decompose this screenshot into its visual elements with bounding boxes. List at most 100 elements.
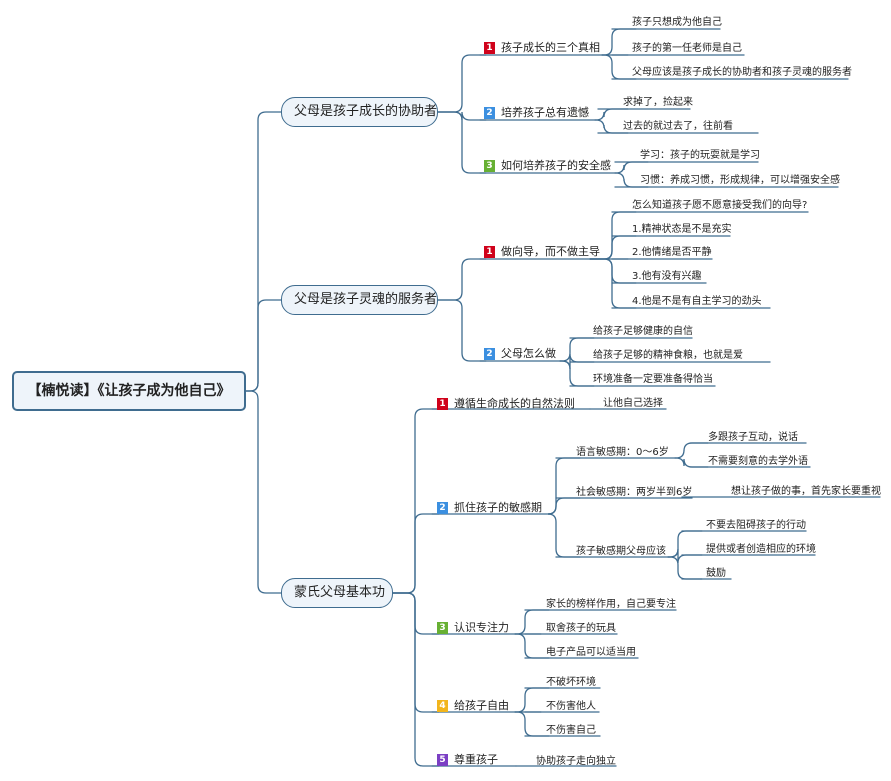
topic-focus[interactable]: 3 认识专注力 (437, 619, 509, 635)
leaf[interactable]: 4.他是不是有自主学习的劲头 (632, 296, 762, 307)
leaf[interactable]: 不破坏环境 (546, 677, 596, 688)
connector-line (245, 390, 283, 594)
priority-3-badge: 3 (484, 160, 495, 172)
leaf[interactable]: 孩子只想成为他自己 (632, 17, 722, 28)
topic-sensitive-period[interactable]: 2 抓住孩子的敏感期 (437, 499, 542, 515)
connector-line (437, 258, 487, 301)
leaf[interactable]: 环境准备一定要准备得恰当 (593, 374, 713, 385)
leaf[interactable]: 多跟孩子互动，说话 (708, 432, 798, 443)
topic-label: 培养孩子总有遗憾 (501, 106, 589, 119)
leaf[interactable]: 3.他有没有兴趣 (632, 271, 702, 282)
priority-4-badge: 4 (437, 700, 448, 712)
topic-three-truths[interactable]: 1 孩子成长的三个真相 (484, 39, 600, 55)
topic-what-parents-do[interactable]: 2 父母怎么做 (484, 345, 556, 361)
connector-line (245, 111, 283, 392)
topic-regret[interactable]: 2 培养孩子总有遗憾 (484, 104, 589, 120)
connector-line (437, 54, 487, 113)
topic-label: 尊重孩子 (454, 753, 498, 766)
topic-security[interactable]: 3 如何培养孩子的安全感 (484, 157, 611, 173)
leaf[interactable]: 学习：孩子的玩耍就是学习 (640, 150, 760, 161)
connector-line (437, 299, 487, 362)
leaf[interactable]: 不伤害他人 (546, 701, 596, 712)
priority-5-badge: 5 (437, 754, 448, 766)
leaf[interactable]: 怎么知道孩子愿不愿意接受我们的向导? (632, 200, 808, 211)
connector-line (674, 442, 709, 459)
leaf[interactable]: 给孩子足够健康的自信 (593, 326, 693, 337)
branch-helper[interactable]: 父母是孩子成长的协助者 (281, 97, 438, 127)
topic-label: 遵循生命成长的自然法则 (454, 397, 575, 410)
subtopic-language-period[interactable]: 语言敏感期：0～6岁 (576, 447, 669, 458)
connector-line (245, 299, 283, 392)
connector-line (674, 457, 709, 468)
leaf[interactable]: 取舍孩子的玩具 (546, 623, 616, 634)
connector-line (437, 111, 487, 174)
leaf[interactable]: 求掉了，捡起来 (623, 97, 693, 108)
connector-line (667, 548, 703, 564)
leaf[interactable]: 父母应该是孩子成长的协助者和孩子灵魂的服务者 (632, 67, 852, 78)
leaf[interactable]: 想让孩子做的事，首先家长要重视 (731, 486, 881, 497)
leaf[interactable]: 提供或者创造相应的环境 (706, 544, 816, 555)
subtopic-social-period[interactable]: 社会敏感期：两岁半到6岁 (576, 487, 693, 498)
leaf[interactable]: 孩子的第一任老师是自己 (632, 43, 742, 54)
connector-line (589, 258, 637, 284)
priority-2-badge: 2 (437, 502, 448, 514)
topic-label: 孩子成长的三个真相 (501, 41, 600, 54)
topic-natural-law[interactable]: 1 遵循生命成长的自然法则 (437, 395, 575, 411)
connector-line (594, 119, 629, 134)
leaf[interactable]: 不需要刻意的去学外语 (708, 456, 808, 467)
connector-line (547, 497, 581, 515)
topic-label: 给孩子自由 (454, 699, 509, 712)
leaf[interactable]: 电子产品可以适当用 (546, 647, 636, 658)
connector-line (514, 687, 550, 713)
leaf[interactable]: 不伤害自己 (546, 725, 596, 736)
connector-line (392, 592, 440, 635)
topic-label: 抓住孩子的敏感期 (454, 501, 542, 514)
priority-1-badge: 1 (484, 42, 495, 54)
connector-line (667, 556, 703, 580)
connector-line (514, 711, 550, 737)
leaf[interactable]: 2.他情绪是否平静 (632, 247, 712, 258)
connector-line (392, 592, 440, 767)
connector-line (601, 54, 637, 80)
connector-line (547, 513, 581, 558)
connector-line (559, 360, 595, 387)
leaf[interactable]: 家长的榜样作用，自己要专注 (546, 599, 676, 610)
topic-freedom[interactable]: 4 给孩子自由 (437, 697, 509, 713)
topic-label: 做向导，而不做主导 (501, 245, 600, 258)
priority-3-badge: 3 (437, 622, 448, 634)
connector-line (601, 28, 637, 56)
connector-line (514, 609, 550, 635)
priority-2-badge: 2 (484, 107, 495, 119)
connector-line (614, 172, 649, 188)
leaf[interactable]: 不要去阻碍孩子的行动 (706, 520, 806, 531)
connector-line (392, 408, 440, 594)
leaf[interactable]: 协助孩子走向独立 (536, 756, 616, 767)
connector-line (614, 161, 649, 174)
topic-respect[interactable]: 5 尊重孩子 (437, 751, 498, 767)
leaf[interactable]: 让他自己选择 (603, 398, 663, 409)
root-topic[interactable]: 【楠悦读】《让孩子成为他自己》 (12, 371, 246, 411)
topic-guide[interactable]: 1 做向导，而不做主导 (484, 243, 600, 259)
connector-line (594, 108, 629, 121)
branch-montessori[interactable]: 蒙氏父母基本功 (281, 578, 393, 608)
topic-label: 如何培养孩子的安全感 (501, 159, 611, 172)
leaf[interactable]: 给孩子足够的精神食粮，也就是爱 (593, 350, 743, 361)
connector-line (559, 337, 595, 362)
subtopic-parents-should[interactable]: 孩子敏感期父母应该 (576, 546, 666, 557)
connector-line (392, 513, 440, 594)
priority-1-badge: 1 (484, 246, 495, 258)
topic-label: 认识专注力 (454, 621, 509, 634)
priority-2-badge: 2 (484, 348, 495, 360)
connector-line (589, 258, 637, 309)
priority-1-badge: 1 (437, 398, 448, 410)
connector-line (667, 530, 703, 558)
branch-servant[interactable]: 父母是孩子灵魂的服务者 (281, 285, 438, 315)
connector-line (392, 592, 440, 713)
topic-label: 父母怎么做 (501, 347, 556, 360)
leaf[interactable]: 鼓励 (706, 568, 726, 579)
leaf[interactable]: 过去的就过去了，往前看 (623, 121, 733, 132)
leaf[interactable]: 1.精神状态是不是充实 (632, 224, 732, 235)
connector-line (514, 633, 550, 659)
leaf[interactable]: 习惯：养成习惯，形成规律，可以增强安全感 (640, 175, 840, 186)
